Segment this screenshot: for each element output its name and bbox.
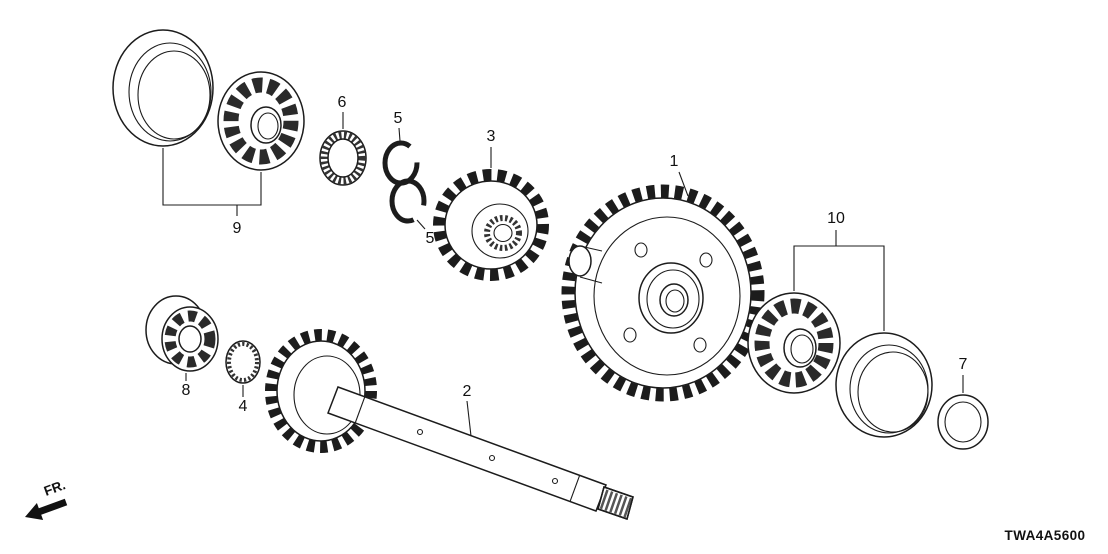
part-8-bearing <box>145 295 219 372</box>
bolt-hole <box>634 242 648 258</box>
part-5-snap-ring-upper <box>382 140 420 186</box>
part-9-tapered-bearing <box>217 71 305 171</box>
bolt-hole <box>693 337 707 353</box>
leader-line <box>678 171 689 197</box>
part-3-gear <box>433 169 549 281</box>
shaft-oil-hole <box>551 477 559 485</box>
leader-line <box>162 148 262 206</box>
callout-9: 9 <box>233 220 242 237</box>
part-code: TWA4A5600 <box>1005 528 1086 543</box>
leader-line <box>398 127 401 142</box>
callout-1: 1 <box>670 153 679 170</box>
part-1-final-gear <box>561 184 765 402</box>
callout-10: 10 <box>827 210 845 227</box>
callout-5-lower: 5 <box>426 230 435 247</box>
bolt-hole <box>699 252 713 268</box>
part-10-tapered-bearing <box>747 292 841 394</box>
callout-6: 6 <box>338 94 347 111</box>
shaft-oil-hole <box>488 454 496 462</box>
callout-7: 7 <box>959 356 968 373</box>
leader-line <box>416 219 426 230</box>
part-7-ring <box>937 394 989 450</box>
callout-5-upper: 5 <box>394 110 403 127</box>
part-2-shaft <box>327 386 634 520</box>
part-2-shaft-gear <box>265 329 377 453</box>
leader-line <box>793 245 885 331</box>
bolt-hole <box>623 327 637 343</box>
part-4-ring <box>225 340 261 384</box>
fr-label: FR. <box>42 477 68 499</box>
part-6-washer <box>319 130 367 186</box>
hub-stub <box>568 245 592 277</box>
leader-line <box>466 400 472 437</box>
callout-8: 8 <box>182 382 191 399</box>
fr-arrow-icon <box>25 498 68 520</box>
fr-direction-arrow: FR. <box>25 477 67 520</box>
callout-2: 2 <box>463 383 472 400</box>
shaft-oil-hole <box>416 428 424 436</box>
callout-4: 4 <box>239 398 248 415</box>
part-9-race-ring <box>112 29 214 147</box>
callout-3: 3 <box>487 128 496 145</box>
part-5-snap-ring-lower <box>389 178 427 224</box>
part-10-race-ring <box>835 332 933 438</box>
